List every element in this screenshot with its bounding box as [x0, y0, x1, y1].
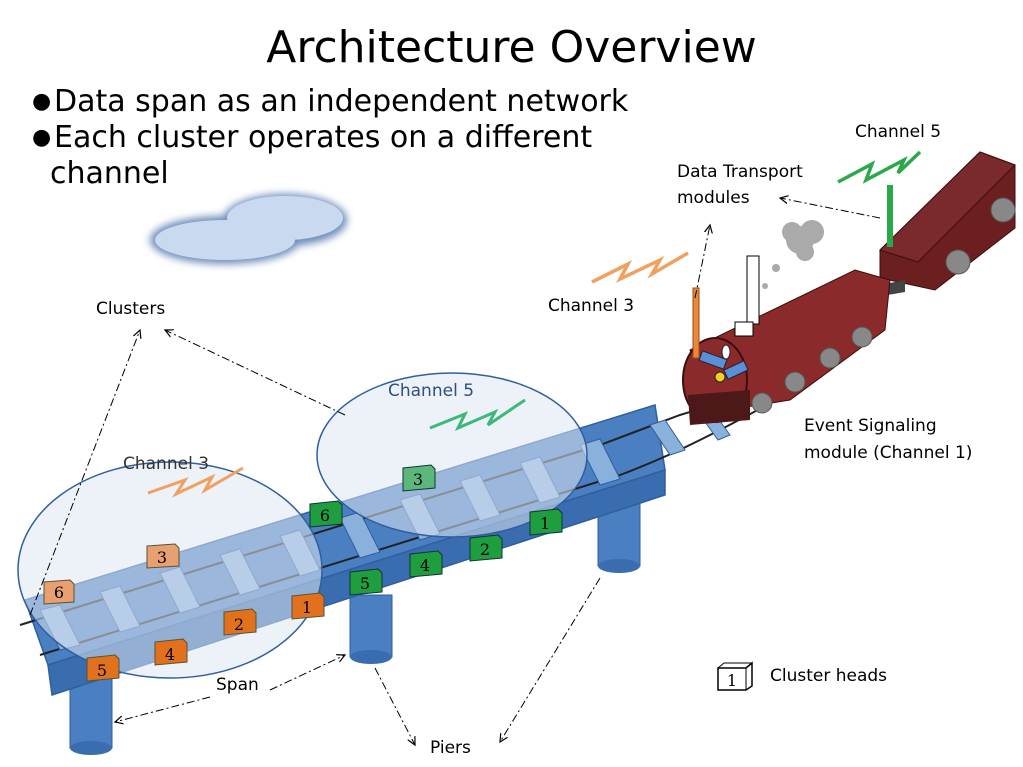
cluster-head-box: 2: [223, 608, 257, 636]
cluster-head-box: 2: [469, 534, 503, 562]
cluster-head-box: 6: [43, 579, 75, 605]
cluster-head-label: 1: [540, 514, 550, 533]
cluster-head-label: 5: [97, 661, 107, 680]
label-clusters: Clusters: [96, 299, 166, 319]
label-data-transport: Data Transport: [677, 162, 803, 182]
orange-cluster-heads: 6 3 2 1 4 5: [43, 543, 325, 682]
cluster-head-label: 3: [157, 548, 167, 567]
cluster-head-box: 5: [86, 654, 120, 682]
label-channel5-wagon: Channel 5: [855, 122, 942, 142]
bullet-text: Each cluster operates on a different: [54, 120, 593, 155]
signal-left-channel3-icon: [147, 466, 244, 498]
legend-cluster-head-icon: 1: [717, 661, 753, 691]
cluster-head-label: 6: [54, 583, 64, 602]
cluster-head-label: 2: [234, 615, 244, 634]
cluster-head-label: 4: [165, 645, 175, 664]
bullet-dot-icon: ●: [32, 125, 52, 150]
page-title: Architecture Overview: [266, 22, 757, 73]
label-piers: Piers: [430, 738, 471, 758]
label-channel3-cluster: Channel 3: [123, 454, 210, 474]
annotation-lines: [29, 198, 881, 745]
bullet-item: ● Data span as an independent network: [32, 84, 628, 120]
cluster-head-label: 4: [420, 556, 430, 575]
bullet-text: Data span as an independent network: [54, 84, 629, 119]
label-legend-cluster-heads: Cluster heads: [770, 666, 888, 686]
clouds-icon: [150, 194, 347, 264]
cluster-head-label: 2: [480, 540, 490, 559]
signal-top-channel5-icon: [837, 150, 922, 184]
cluster-head-box: 6: [309, 500, 343, 528]
label-channel3-train: Channel 3: [548, 296, 635, 316]
cluster-region-middle: [316, 372, 588, 538]
cluster-head-box: 1: [291, 592, 325, 620]
signal-mid-channel5-icon: [429, 398, 526, 432]
cluster-head-box: 3: [402, 464, 436, 492]
cluster-head-label: 1: [302, 598, 312, 617]
bullet-dot-icon: ●: [32, 89, 52, 114]
label-channel5-cluster: Channel 5: [388, 381, 475, 401]
label-span: Span: [216, 675, 259, 695]
cluster-head-box: 4: [154, 638, 188, 666]
bullet-list: ● Data span as an independent network ● …: [32, 84, 628, 192]
cluster-head-box: 5: [349, 568, 383, 596]
cluster-head-label: 6: [320, 506, 330, 525]
cluster-head-label: 3: [413, 470, 423, 489]
label-event-signaling-channel: module (Channel 1): [804, 443, 973, 463]
cluster-head-box: 3: [146, 543, 180, 569]
label-event-signaling: Event Signaling: [804, 416, 937, 436]
green-cluster-heads: 6 5 4 2 1 3: [309, 464, 563, 596]
signal-train-channel3-icon: [591, 251, 689, 284]
legend-number: 1: [727, 671, 737, 690]
bullet-item: ● Each cluster operates on a different: [32, 120, 628, 156]
train-icon: [682, 151, 1016, 425]
bullet-text-continued: channel: [50, 156, 169, 191]
cluster-head-box: 4: [409, 550, 443, 578]
cluster-head-label: 5: [360, 574, 370, 593]
cluster-head-box: 1: [529, 508, 563, 536]
label-data-transport-modules: modules: [677, 188, 750, 208]
